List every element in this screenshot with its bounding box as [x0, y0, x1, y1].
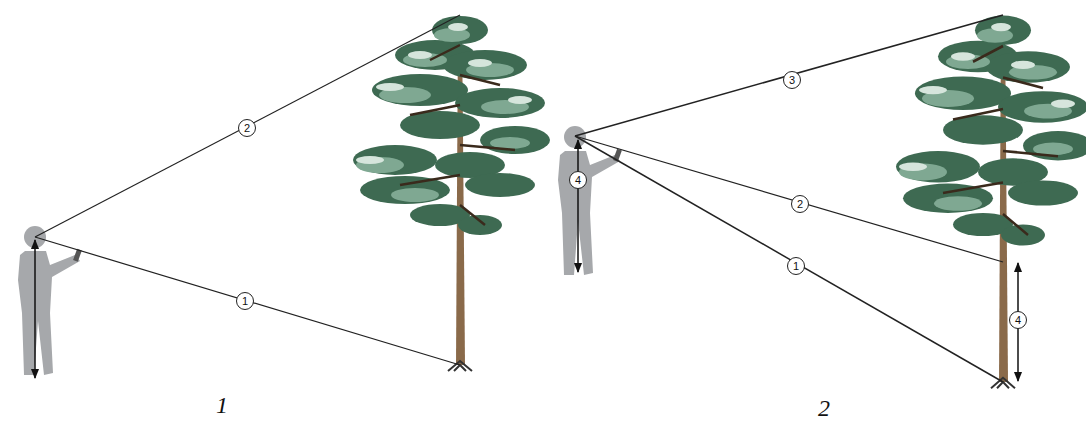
- callout-number: 3: [783, 71, 801, 89]
- sight-line: [35, 15, 460, 237]
- height-arrow: [34, 240, 36, 378]
- tree: [353, 16, 550, 371]
- panel-caption: 1: [216, 392, 228, 418]
- sight-line: [575, 136, 1003, 262]
- callout-number: 1: [236, 292, 254, 310]
- tree: [896, 16, 1086, 389]
- sight-line: [575, 136, 1003, 382]
- person: [558, 126, 622, 275]
- callout-number: 2: [238, 119, 256, 137]
- panel-caption: 2: [818, 395, 830, 421]
- callout-number: 2: [791, 195, 809, 213]
- sight-line: [575, 15, 1003, 136]
- height-arrow: [577, 140, 579, 272]
- callout-number: 4: [1009, 311, 1027, 329]
- callout-number: 1: [787, 257, 805, 275]
- callout-number: 4: [569, 171, 587, 189]
- sight-line: [35, 237, 460, 365]
